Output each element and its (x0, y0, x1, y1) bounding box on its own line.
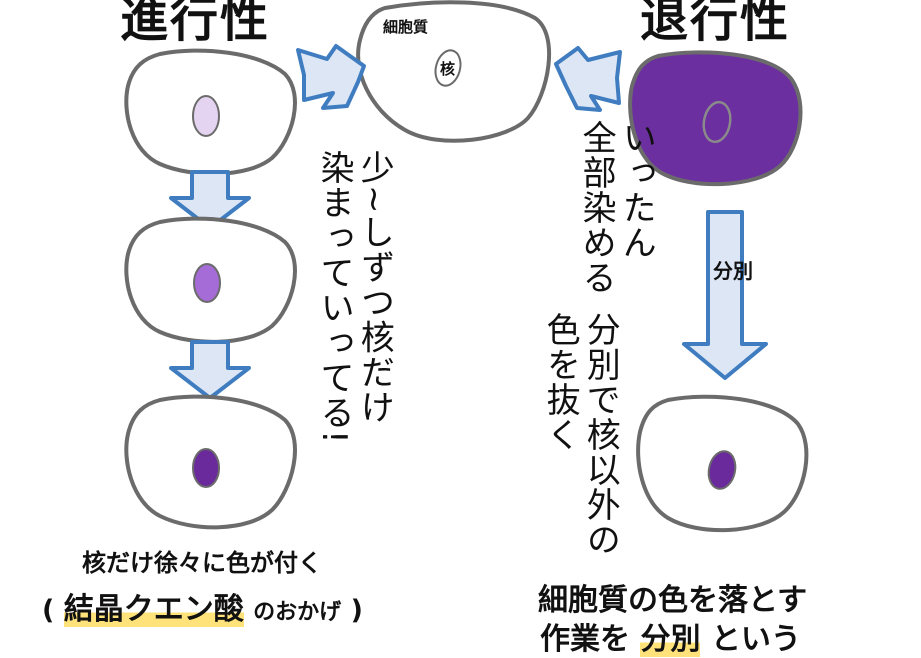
regressive-final-nucleus (707, 450, 737, 490)
progressive-caption-line-2: ( 結晶クエン酸 のおかげ ) (42, 584, 363, 628)
progressive-caption-close: ) (350, 595, 363, 626)
regressive-note-2: 分別で核以外の 色を抜く (540, 312, 620, 572)
regressive-caption-b: という (710, 622, 801, 657)
progressive-note: 少~しずつ核だけ 染まっていってる! (314, 150, 394, 470)
nucleus-label: 核 (440, 60, 455, 78)
cytoplasm-label: 細胞質 (383, 18, 428, 36)
regressive-note-1: いったん 全部染める (576, 120, 656, 320)
progressive-note-line-2: 染まっていってる! (314, 150, 355, 445)
progressive-nucleus-2 (193, 263, 221, 303)
progressive-heading: 進行性 (120, 0, 271, 48)
progressive-note-line-1: 少~しずつ核だけ (354, 150, 395, 425)
citric-acid-highlight: 結晶クエン酸 (63, 592, 244, 627)
regressive-stained-cell (628, 50, 803, 187)
progressive-caption-rest: のおかげ (253, 600, 342, 625)
regressive-note-1-line-1: いったん (616, 120, 657, 260)
progressive-caption-open: ( (42, 595, 55, 626)
progressive-down-arrow-1 (169, 170, 251, 230)
progressive-nucleus-1 (192, 95, 220, 137)
progressive-nucleus-3 (192, 448, 220, 488)
progressive-caption-line-1: 核だけ徐々に色が付く (82, 549, 322, 577)
diagram-canvas: 細胞質 核 分別 (124, 0, 809, 533)
arrow-to-regressive (554, 46, 622, 112)
regressive-note-2-line-2: 色を抜く (540, 312, 581, 452)
arrow-to-progressive (296, 44, 366, 110)
regressive-caption-a: 作業を (540, 622, 630, 657)
regressive-caption-line-1: 細胞質の色を落とす (538, 583, 808, 618)
regressive-heading: 退行性 (640, 0, 791, 48)
progressive-down-arrow-2 (169, 340, 251, 400)
differentiation-arrow (682, 210, 768, 380)
reference-nucleus (434, 49, 462, 87)
regressive-nucleus-outline (702, 100, 732, 144)
differentiation-highlight: 分別 (640, 622, 701, 657)
regressive-note-1-line-2: 全部染める (576, 120, 617, 295)
differentiation-arrow-label-1: 分別 (713, 259, 753, 283)
regressive-note-2-line-1: 分別で核以外の (580, 312, 621, 557)
regressive-caption-line-2: 作業を 分別 という (540, 614, 801, 658)
